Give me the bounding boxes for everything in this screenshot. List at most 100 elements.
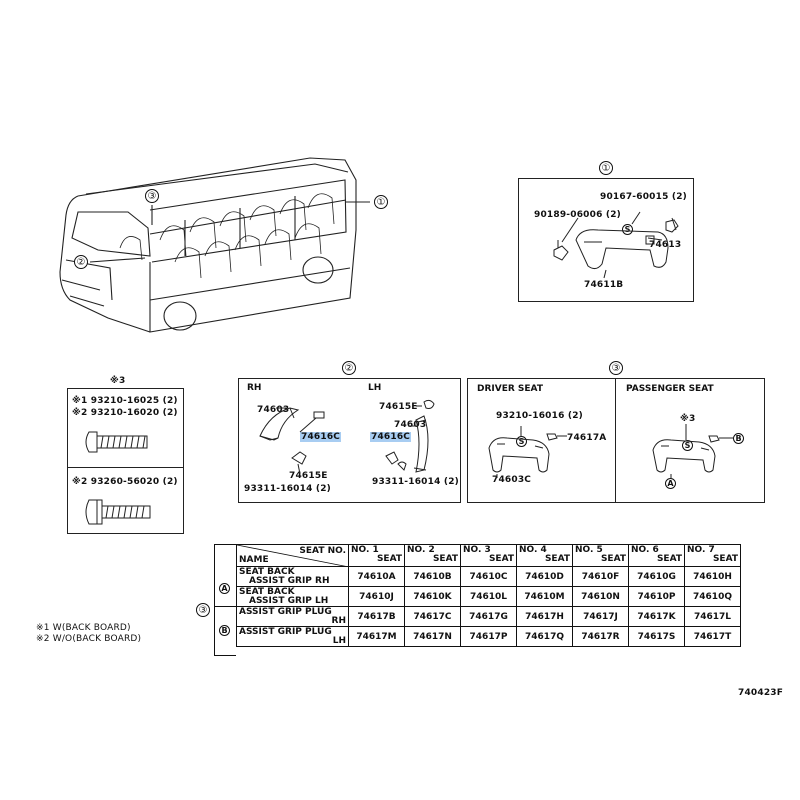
row-4-cell: 74617P: [460, 626, 517, 647]
note-1: ※1 W(BACK BOARD): [36, 623, 131, 633]
driver-part-74603C: 74603C: [492, 475, 532, 485]
passenger-b-mark: B: [733, 433, 744, 444]
passenger-seat-title: PASSENGER SEAT: [626, 384, 714, 394]
header-name: NAME: [239, 554, 269, 565]
bolt-line-1: ※1 93210-16025 (2): [72, 396, 178, 406]
lh-part-74615E: 74615E: [379, 402, 418, 412]
seat-col-3-no: NO. 3: [463, 545, 491, 555]
bolts-divider: [67, 467, 184, 468]
row-3-cell: 74617K: [628, 606, 685, 627]
passenger-s-mark: S: [682, 440, 693, 451]
bolt-line-3: ※2 93260-56020 (2): [72, 477, 178, 487]
seat-col-3-seat: SEAT: [488, 554, 514, 564]
panel-1: [518, 178, 694, 302]
rh-part-74603: 74603: [257, 405, 290, 415]
bolts-panel: [67, 388, 184, 534]
driver-part-93210-16016: 93210-16016 (2): [496, 411, 583, 421]
row-2-name-2: ASSIST GRIP LH: [249, 595, 329, 606]
row-4-cell: 74617Q: [516, 626, 573, 647]
figure-id: 740423F: [738, 688, 784, 698]
seat-col-5-no: NO. 5: [575, 545, 603, 555]
row-1-cell: 74610G: [628, 566, 685, 587]
row-3-cell: 74617H: [516, 606, 573, 627]
seat-col-4-seat: SEAT: [544, 554, 570, 564]
row-3-cell: 74617C: [404, 606, 461, 627]
seat-col-6-seat: SEAT: [656, 554, 682, 564]
assist-grip-drawing-3: [488, 424, 733, 478]
panel-1-s-mark: S: [622, 224, 633, 235]
row-1-cell: 74610A: [348, 566, 405, 587]
panel-3: [467, 378, 765, 503]
assist-grip-drawing-1: [553, 211, 679, 279]
row-1-cell: 74610H: [684, 566, 741, 587]
table-callout-3: ③: [196, 603, 210, 617]
row-2-cell: 74610N: [572, 586, 629, 607]
header-diagonal: [237, 545, 349, 567]
rh-part-74616C: 74616C: [300, 432, 342, 442]
seat-col-2-no: NO. 2: [407, 545, 435, 555]
seat-col-1-no: NO. 1: [351, 545, 379, 555]
rh-part-74615E: 74615E: [289, 471, 328, 481]
row-4-name-1: ASSIST GRIP PLUG: [239, 626, 332, 637]
panel-2-title: ②: [342, 361, 356, 375]
seat-col-5-seat: SEAT: [600, 554, 626, 564]
driver-seat-title: DRIVER SEAT: [477, 384, 543, 394]
row-2-cell: 74610K: [404, 586, 461, 607]
seat-col-6-no: NO. 6: [631, 545, 659, 555]
lh-part-93311: 93311-16014 (2): [372, 477, 459, 487]
bolts-title: ※3: [110, 376, 126, 386]
part-74611B: 74611B: [584, 280, 624, 290]
row-3-cell: 74617G: [460, 606, 517, 627]
row-3-cell: 74617B: [348, 606, 405, 627]
row-2-name-1: SEAT BACK: [239, 586, 295, 597]
row-2-cell: 74610Q: [684, 586, 741, 607]
bolt-drawings: [85, 431, 151, 525]
panel-2-rh-label: RH: [247, 383, 262, 393]
note-2: ※2 W/O(BACK BOARD): [36, 634, 142, 644]
row-4-cell: 74617S: [628, 626, 685, 647]
row-3-cell: 74617J: [572, 606, 629, 627]
lh-part-74616C-text: 74616C: [370, 432, 412, 442]
row-1-cell: 74610D: [516, 566, 573, 587]
row-1-cell: 74610B: [404, 566, 461, 587]
part-90189-06006: 90189-06006 (2): [534, 210, 621, 220]
row-4-cell: 74617T: [684, 626, 741, 647]
lh-part-74616C: 74616C: [370, 432, 412, 442]
seat-col-2-seat: SEAT: [432, 554, 458, 564]
table-side-divider: [214, 606, 236, 607]
table-side-box: [214, 544, 236, 656]
row-4-cell: 74617N: [404, 626, 461, 647]
passenger-note-3: ※3: [680, 414, 696, 424]
seat-col-4-no: NO. 4: [519, 545, 547, 555]
rh-part-74616C-text: 74616C: [300, 432, 342, 442]
row-1-cell: 74610F: [572, 566, 629, 587]
row-3-cell: 74617L: [684, 606, 741, 627]
row-2-cell: 74610M: [516, 586, 573, 607]
row-4-name-2: LH: [332, 635, 346, 646]
bolt-line-2: ※2 93210-16020 (2): [72, 408, 178, 418]
panel-2-lh-label: LH: [368, 383, 382, 393]
driver-s-mark: S: [516, 436, 527, 447]
assist-grip-drawing-2: [259, 399, 435, 475]
seat-col-7-seat: SEAT: [712, 554, 738, 564]
rh-part-93311: 93311-16014 (2): [244, 484, 331, 494]
callout-3-van: ③: [145, 189, 159, 203]
row-1-name-1: SEAT BACK: [239, 566, 295, 577]
row-2-cell: 74610L: [460, 586, 517, 607]
row-1-cell: 74610C: [460, 566, 517, 587]
